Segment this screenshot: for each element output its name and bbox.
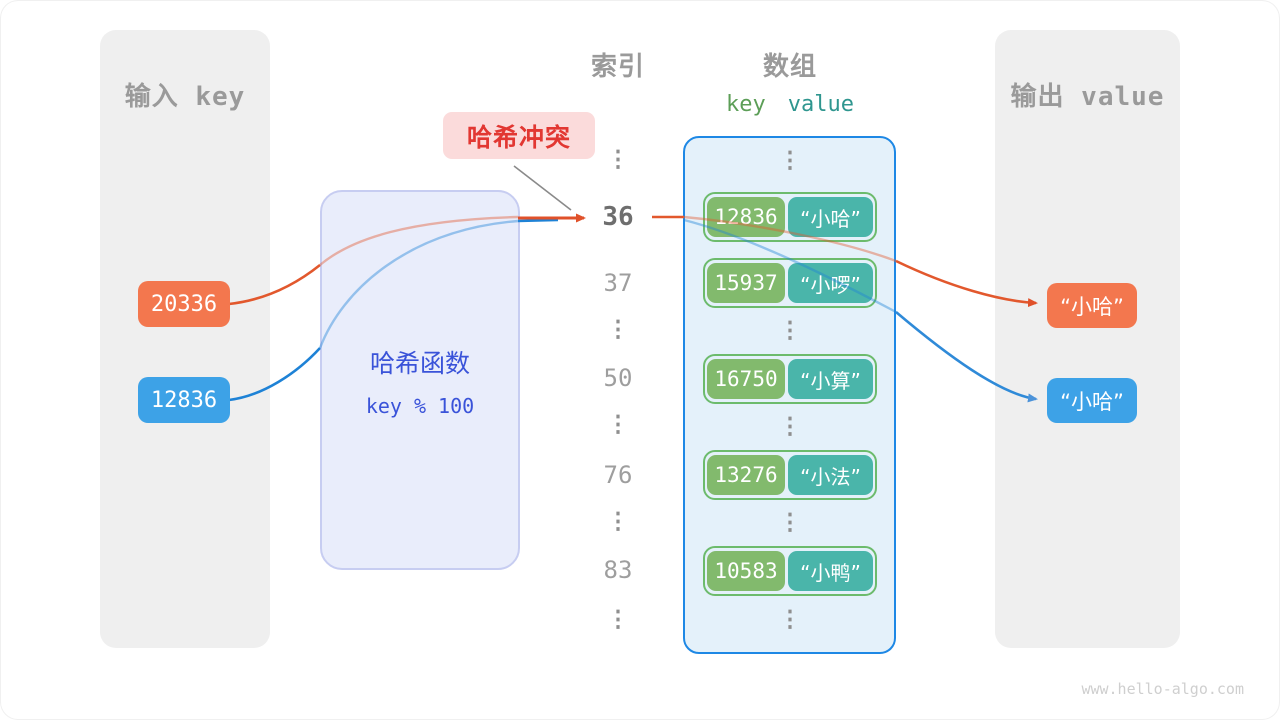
input-key-panel: 输入 key <box>100 30 270 648</box>
array-kv-header: key value <box>726 92 854 117</box>
row-key: 10583 <box>707 551 785 591</box>
index-83: 83 <box>603 556 633 584</box>
index-50: 50 <box>603 364 633 392</box>
index-ellipsis: ⋮ <box>606 508 630 535</box>
index-37: 37 <box>603 269 633 297</box>
hash-function-name: 哈希函数 <box>369 349 470 378</box>
output-value-panel: 输出 value <box>995 30 1180 648</box>
row-key: 13276 <box>707 455 785 495</box>
row-key: 12836 <box>707 197 785 237</box>
row-value: “小算” <box>788 359 873 399</box>
array-row: 13276 “小法” <box>703 450 877 500</box>
row-value: “小鸭” <box>788 551 873 591</box>
row-value: “小哈” <box>788 197 873 237</box>
collision-pointer-line <box>513 165 572 211</box>
hash-collision-label: 哈希冲突 <box>443 112 595 159</box>
hash-function-box <box>320 190 520 570</box>
array-ellipsis: ⋮ <box>778 317 802 344</box>
arrow-blue-merge <box>517 218 559 223</box>
row-key: 15937 <box>707 263 785 303</box>
index-ellipsis: ⋮ <box>606 411 630 438</box>
hash-function-formula: key % 100 <box>365 394 475 418</box>
array-row: 15937 “小啰” <box>703 258 877 308</box>
output-value-title: 输出 value <box>1010 82 1165 112</box>
input-key-20336: 20336 <box>138 281 230 327</box>
array-row: 12836 “小哈” <box>703 192 877 242</box>
index-ellipsis: ⋮ <box>606 606 630 633</box>
watermark: www.hello-algo.com <box>1081 680 1244 698</box>
index-36: 36 <box>602 202 634 232</box>
array-ellipsis: ⋮ <box>778 147 802 174</box>
output-value-orange: “小哈” <box>1047 283 1137 328</box>
array-ellipsis: ⋮ <box>778 606 802 633</box>
input-key-12836: 12836 <box>138 377 230 423</box>
array-ellipsis: ⋮ <box>778 413 802 440</box>
array-value-header: value <box>787 92 854 117</box>
row-key: 16750 <box>707 359 785 399</box>
index-ellipsis: ⋮ <box>606 146 630 173</box>
index-ellipsis: ⋮ <box>606 316 630 343</box>
row-value: “小啰” <box>788 263 873 303</box>
array-column-title: 数组 <box>762 52 818 82</box>
array-row: 10583 “小鸭” <box>703 546 877 596</box>
array-row: 16750 “小算” <box>703 354 877 404</box>
array-key-header: key <box>726 92 766 117</box>
input-key-title: 输入 key <box>124 82 246 112</box>
array-ellipsis: ⋮ <box>778 509 802 536</box>
output-value-blue: “小哈” <box>1047 378 1137 423</box>
index-76: 76 <box>603 461 633 489</box>
index-column-title: 索引 <box>590 52 646 82</box>
row-value: “小法” <box>788 455 873 495</box>
